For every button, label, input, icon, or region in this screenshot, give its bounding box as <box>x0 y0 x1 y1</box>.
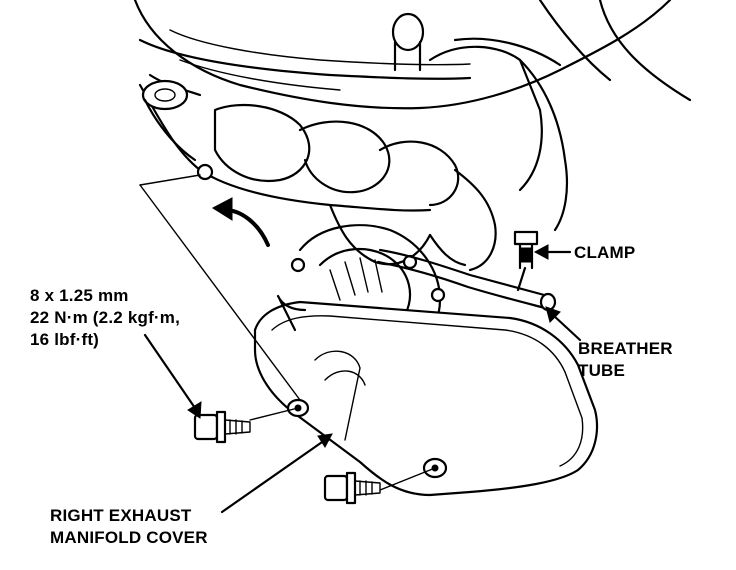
leader-lines <box>139 174 582 514</box>
curved-arrow-icon <box>212 197 270 247</box>
breather-label-line1: BREATHER <box>578 339 673 358</box>
breather-label-line2: TUBE <box>578 361 626 380</box>
torque-spec-label: 8 x 1.25 mm 22 N·m (2.2 kgf·m, 16 lbf·ft… <box>30 285 180 351</box>
flange-bolt-lower <box>323 471 381 505</box>
torque-lbfft-line: 16 lbf·ft) <box>30 330 100 349</box>
right-exhaust-manifold-cover <box>253 294 599 497</box>
manifold-cover-label: RIGHT EXHAUST MANIFOLD COVER <box>50 505 208 549</box>
cover-label-line2: MANIFOLD COVER <box>50 528 208 547</box>
clamp <box>513 230 539 292</box>
torque-nm-line: 22 N·m (2.2 kgf·m, <box>30 308 181 327</box>
breather-tube <box>376 248 557 312</box>
cover-label-line1: RIGHT EXHAUST <box>50 506 192 525</box>
clamp-label: CLAMP <box>574 243 636 262</box>
breather-tube-label: BREATHER TUBE <box>578 338 673 382</box>
bolt-size-line: 8 x 1.25 mm <box>30 286 129 305</box>
flange-bolt-upper <box>193 410 251 444</box>
exhaust-manifold <box>133 0 692 272</box>
